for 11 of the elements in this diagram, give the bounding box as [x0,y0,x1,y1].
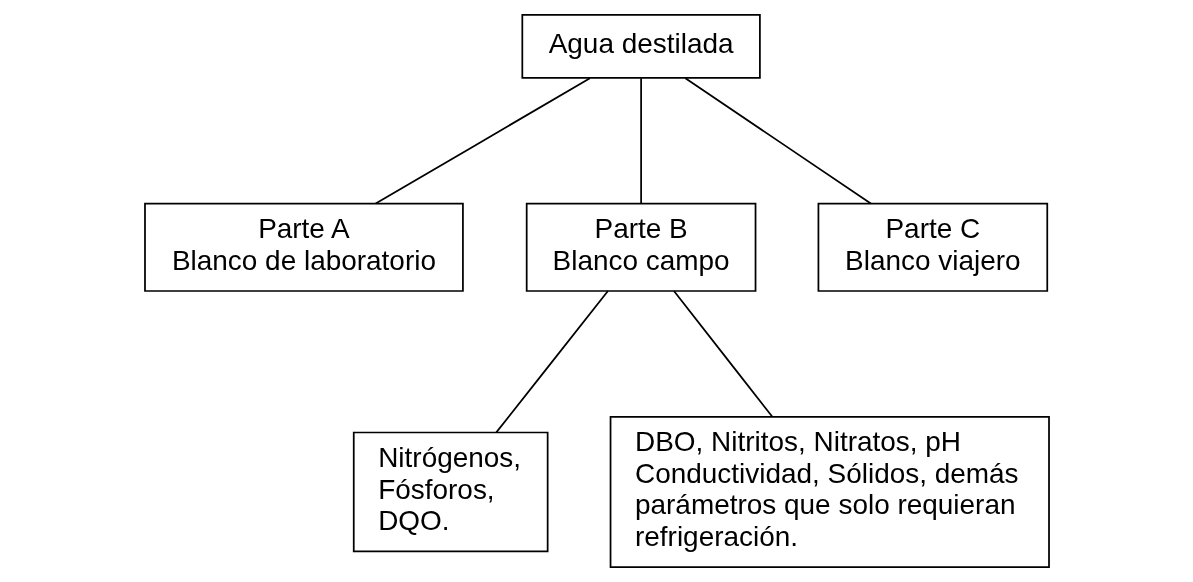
node-box: DBO, Nitritos, Nitratos, pH Conductividad, Sólidos, demás parámetros que solo requieran refrigeración. [609,415,1050,568]
node-box: Agua destilada [520,14,761,79]
connector [494,290,609,434]
connector [672,290,773,418]
node-box: Parte B Blanco campo [525,202,756,292]
connector [639,77,642,205]
connector [684,77,872,205]
connector [374,77,591,205]
node-box: Parte A Blanco de laboratorio [143,202,464,292]
node-box: Parte C Blanco viajero [817,202,1048,292]
node-box: Nitrógenos, Fósforos, DQO. [352,431,549,553]
